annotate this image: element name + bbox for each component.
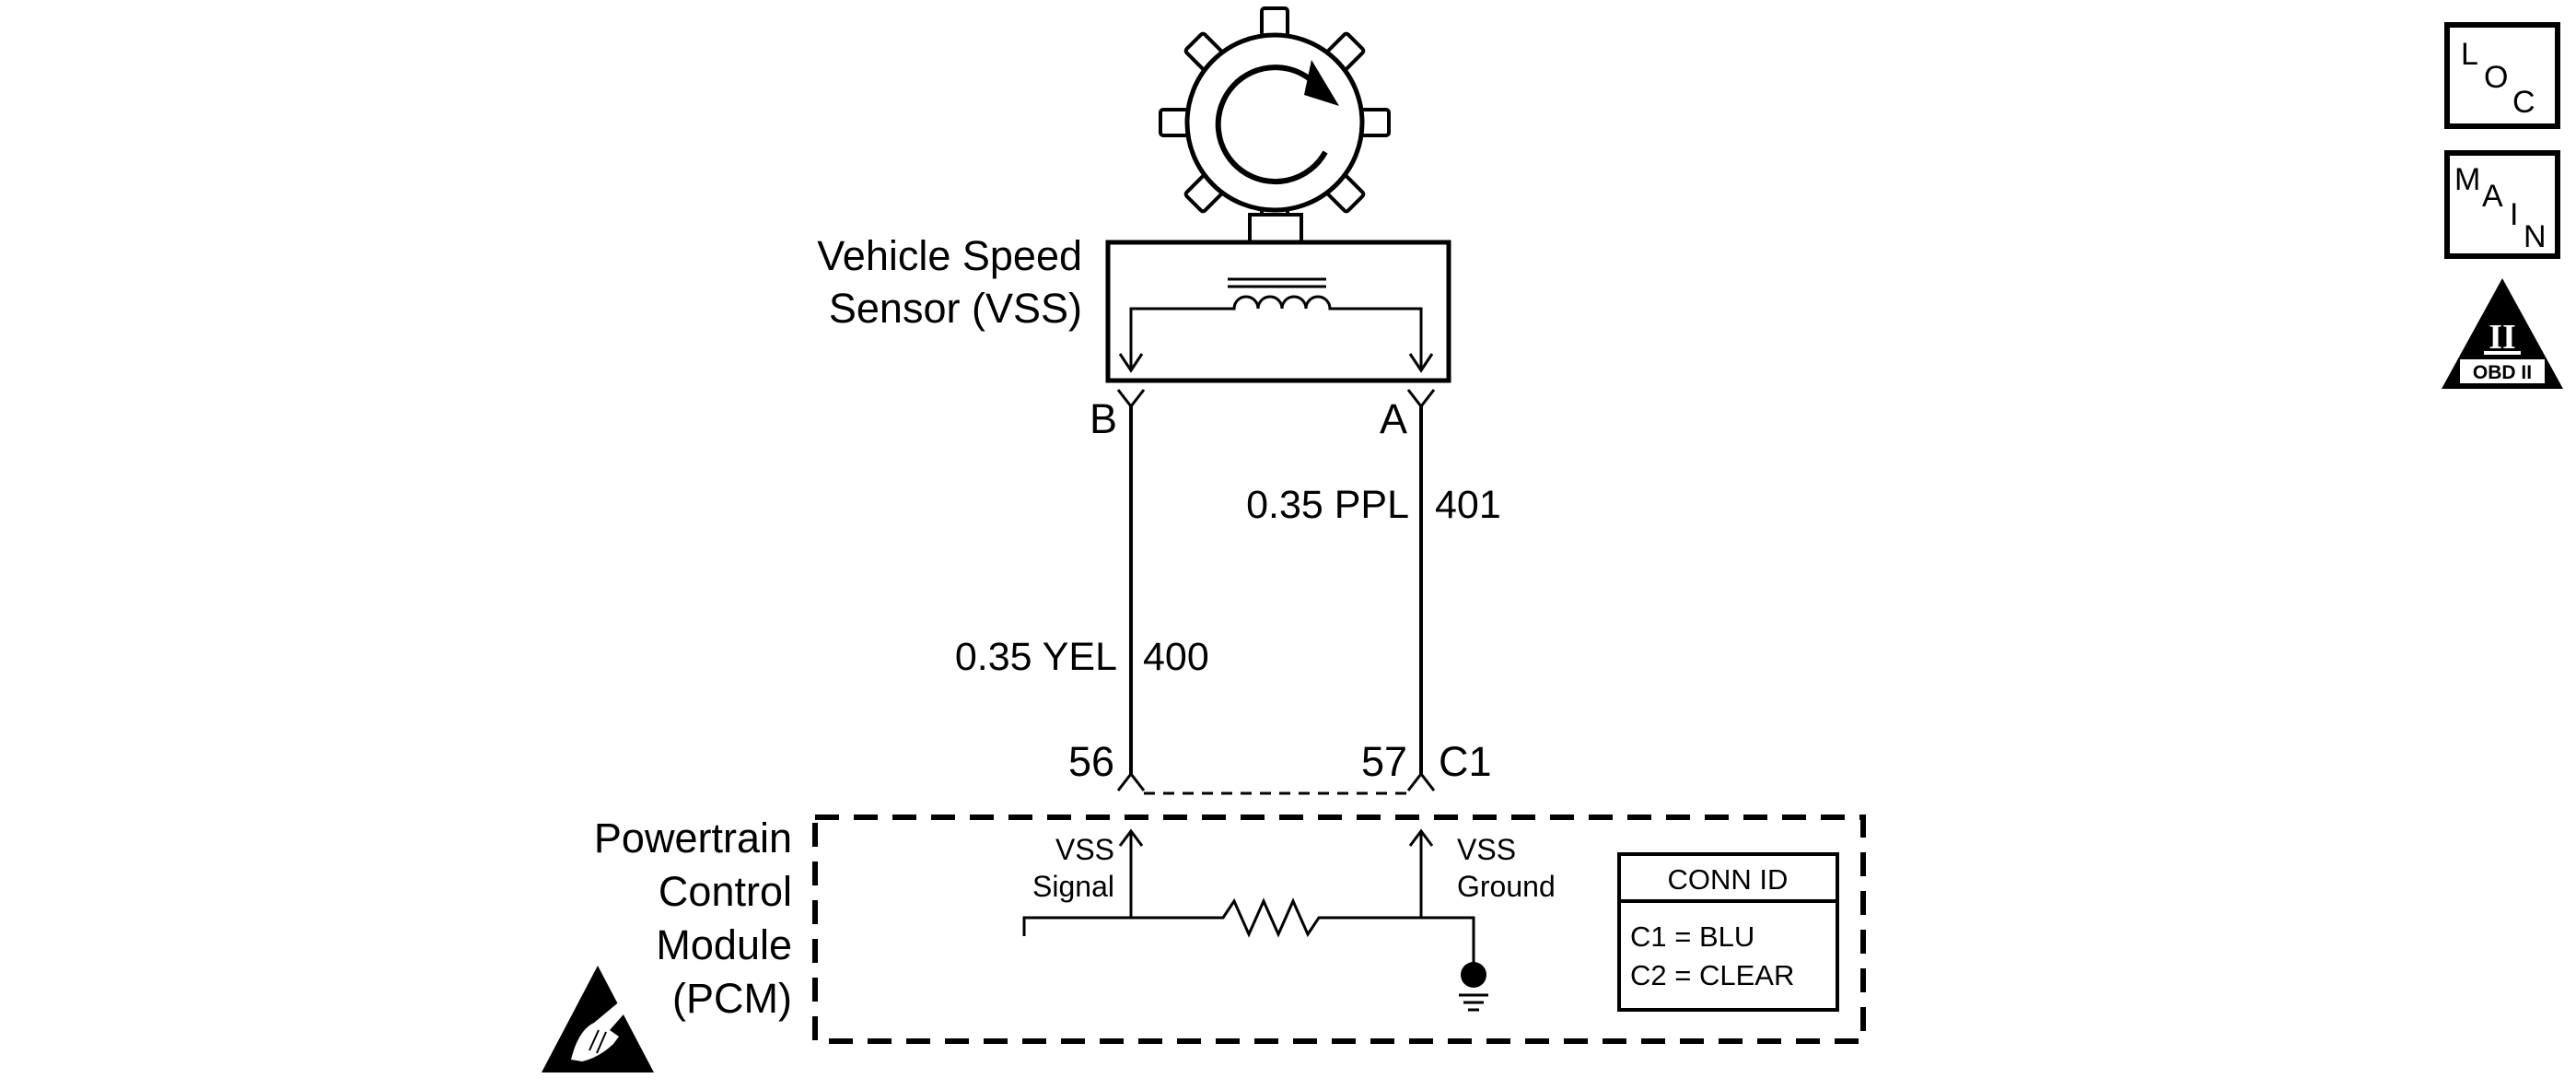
- conn-id-box: [1617, 852, 1839, 1012]
- main-badge-n: N: [2524, 219, 2547, 254]
- reluctor-wheel-icon: [1159, 6, 1391, 239]
- obd-caption: OBD II: [2473, 362, 2532, 383]
- pcm-label-line4: (PCM): [672, 975, 792, 1022]
- loc-badge[interactable]: L O C: [2444, 22, 2560, 129]
- connector-pin-56-fork: [1116, 771, 1146, 791]
- conn-id-row-1: C1 = BLU: [1630, 920, 1754, 953]
- sensor-lead-b: [1129, 307, 1203, 369]
- conn-id-row-2: C2 = CLEAR: [1630, 959, 1794, 991]
- loc-badge-c: C: [2512, 85, 2535, 120]
- main-badge-a: A: [2482, 179, 2503, 214]
- arrow-a-icon: [1408, 353, 1434, 373]
- wire-401-gauge-color: 0.35 PPL: [1246, 483, 1409, 527]
- obd-ii-badge[interactable]: II OBD II: [2442, 278, 2563, 389]
- pcm-module-box: [812, 815, 1866, 1044]
- sensor-stub: [1248, 213, 1303, 244]
- vss-signal-label-line1: VSS: [1055, 833, 1114, 866]
- terminal-b-fork: [1116, 389, 1146, 409]
- wire-400-circuit: 400: [1143, 635, 1209, 679]
- connector-id: C1: [1439, 738, 1492, 785]
- sensor-lead-a: [1352, 307, 1423, 369]
- ground-icon: [1459, 962, 1488, 1012]
- main-badge[interactable]: M A I N: [2444, 150, 2560, 259]
- vss-signal-label-line2: Signal: [1032, 870, 1114, 903]
- coil-icon: [1203, 277, 1352, 311]
- vss-ground-label-line2: Ground: [1457, 870, 1556, 903]
- pin-b-label: B: [1090, 395, 1117, 442]
- obd-numeral: II: [2489, 318, 2516, 357]
- esd-warning-icon: [542, 966, 654, 1072]
- pcm-resistor-circuit: [1022, 897, 1475, 963]
- sensor-label-line2: Sensor (VSS): [829, 285, 1082, 332]
- sensor-label-line1: Vehicle Speed: [817, 232, 1082, 279]
- conn-id-header: CONN ID: [1668, 863, 1789, 896]
- pin-a-label: A: [1380, 395, 1407, 442]
- pcm-label-line2: Control: [659, 868, 792, 915]
- wire-401-circuit: 401: [1435, 483, 1501, 527]
- vss-sensor-body: [1105, 240, 1451, 383]
- arrow-b-icon: [1118, 353, 1144, 373]
- loc-badge-o: O: [2484, 60, 2508, 95]
- loc-badge-l: L: [2461, 37, 2478, 72]
- connector-pin-57: 57: [1361, 738, 1407, 785]
- terminal-a-fork: [1406, 389, 1436, 409]
- vss-ground-label-line1: VSS: [1457, 833, 1516, 866]
- main-badge-m: M: [2454, 162, 2480, 197]
- main-badge-i: I: [2510, 197, 2518, 232]
- pcm-label-line3: Module: [656, 921, 792, 968]
- wire-400-gauge-color: 0.35 YEL: [955, 635, 1117, 679]
- connector-pin-56: 56: [1068, 738, 1114, 785]
- connector-pin-57-fork: [1406, 771, 1436, 791]
- pcm-label-line1: Powertrain: [594, 815, 792, 861]
